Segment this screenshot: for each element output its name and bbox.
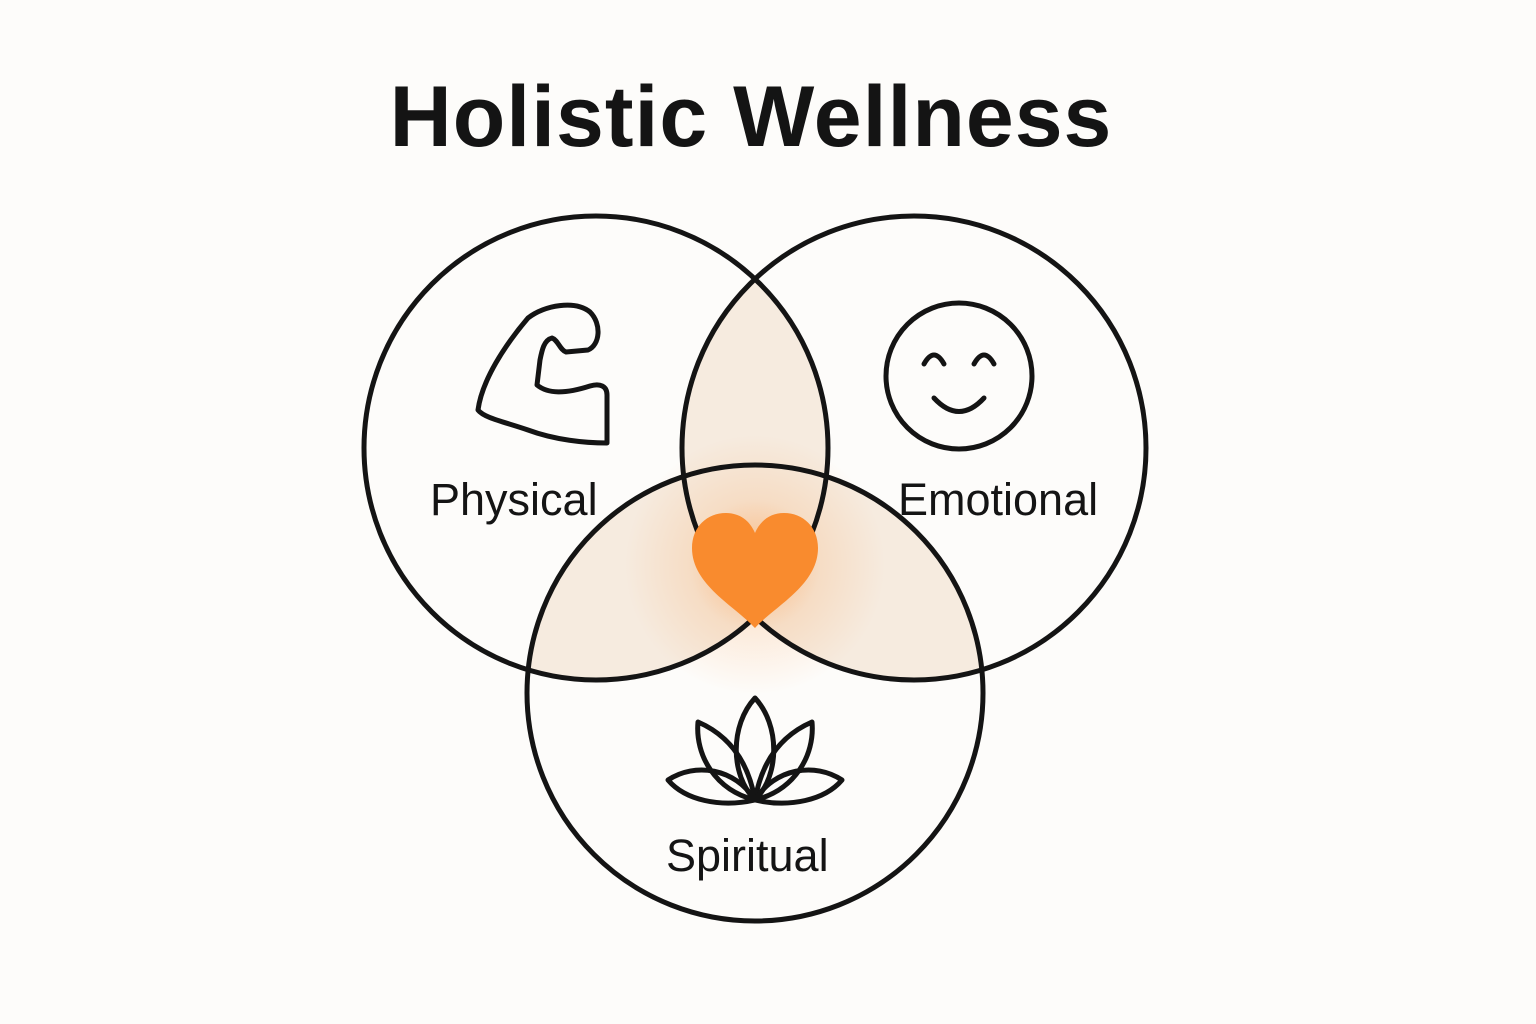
spiritual-circle xyxy=(524,462,986,924)
physical-label: Physical xyxy=(430,474,598,525)
emotional-label: Emotional xyxy=(898,474,1099,525)
spiritual-label: Spiritual xyxy=(666,830,829,881)
emotional-circle xyxy=(679,213,1149,683)
page-title: Holistic Wellness xyxy=(389,69,1113,165)
smiley-face-icon xyxy=(883,300,1035,452)
lotus-icon xyxy=(665,695,845,806)
heart-icon xyxy=(692,513,818,628)
flexed-arm-icon xyxy=(475,302,610,446)
physical-circle xyxy=(361,213,831,683)
